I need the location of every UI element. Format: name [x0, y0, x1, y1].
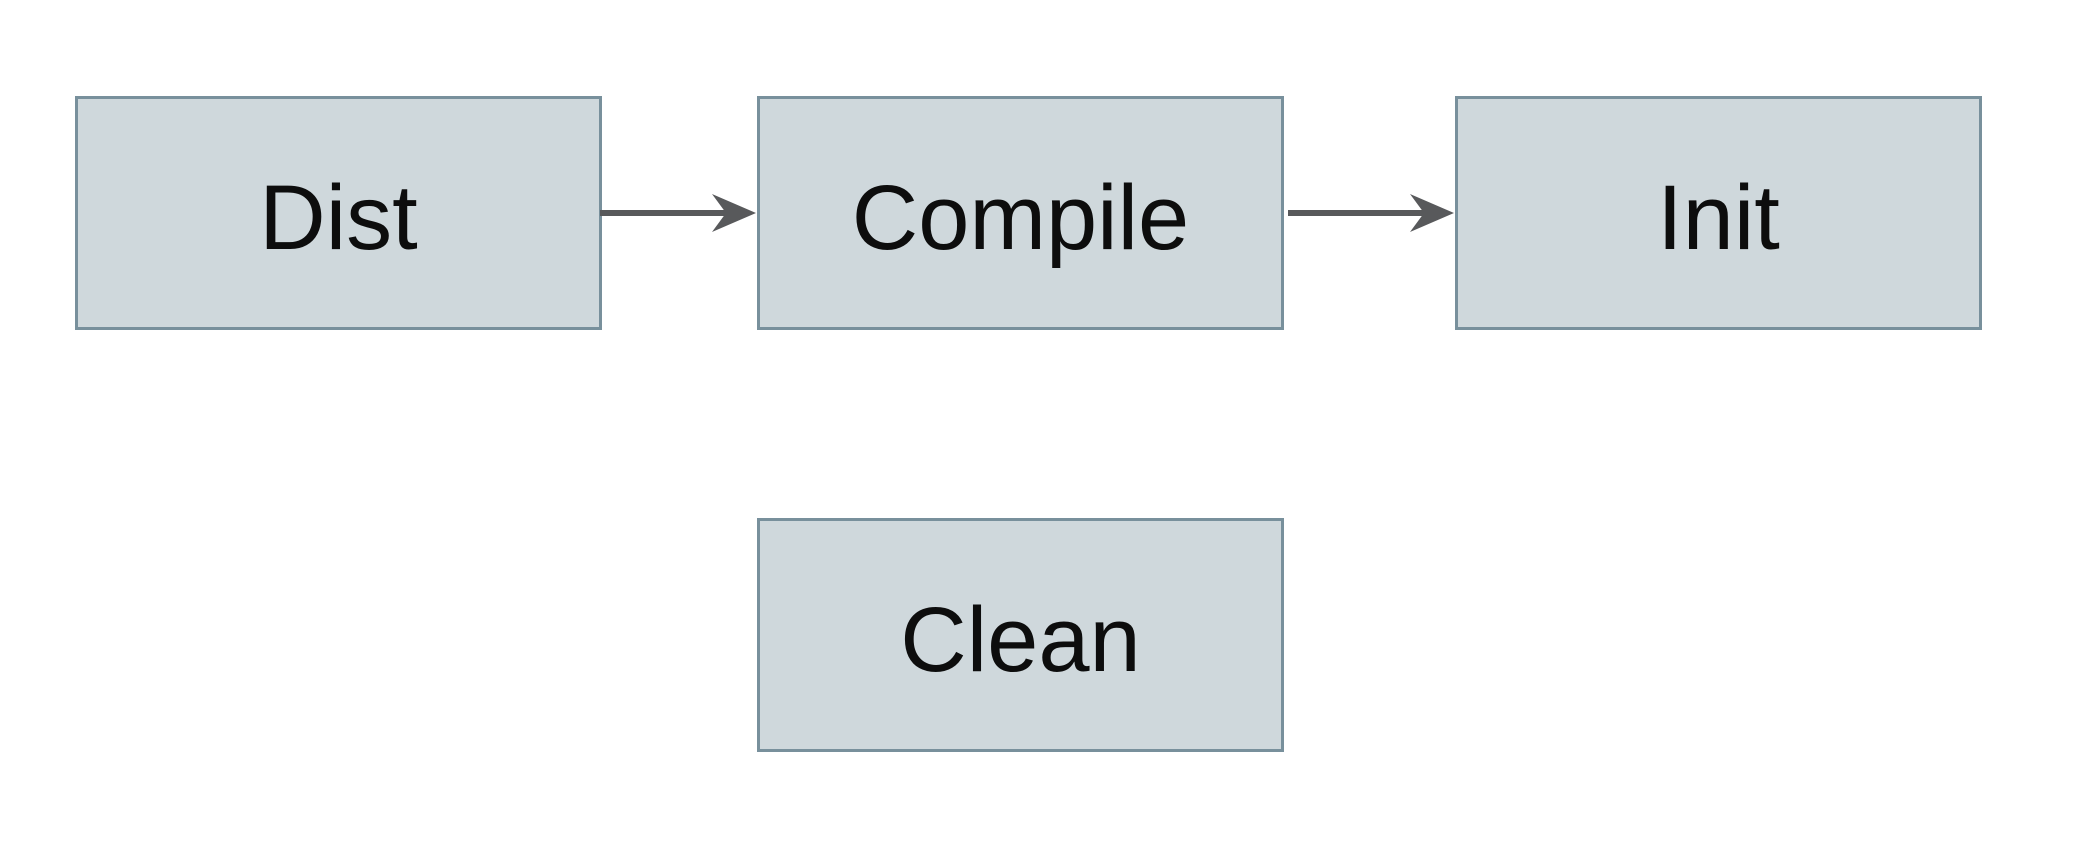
node-compile[interactable]: Compile: [757, 96, 1284, 330]
node-label-init: Init: [1657, 166, 1780, 269]
arrow-dist-to-compile[interactable]: [600, 191, 757, 235]
arrow-compile-to-init[interactable]: [1288, 191, 1455, 235]
node-label-dist: Dist: [259, 166, 418, 269]
node-label-compile: Compile: [851, 166, 1190, 269]
node-label-clean: Clean: [900, 588, 1141, 691]
node-init[interactable]: Init: [1455, 96, 1982, 330]
arrowhead-icon: [712, 194, 756, 232]
arrowhead-icon: [1410, 194, 1454, 232]
node-clean[interactable]: Clean: [757, 518, 1284, 752]
node-dist[interactable]: Dist: [75, 96, 602, 330]
